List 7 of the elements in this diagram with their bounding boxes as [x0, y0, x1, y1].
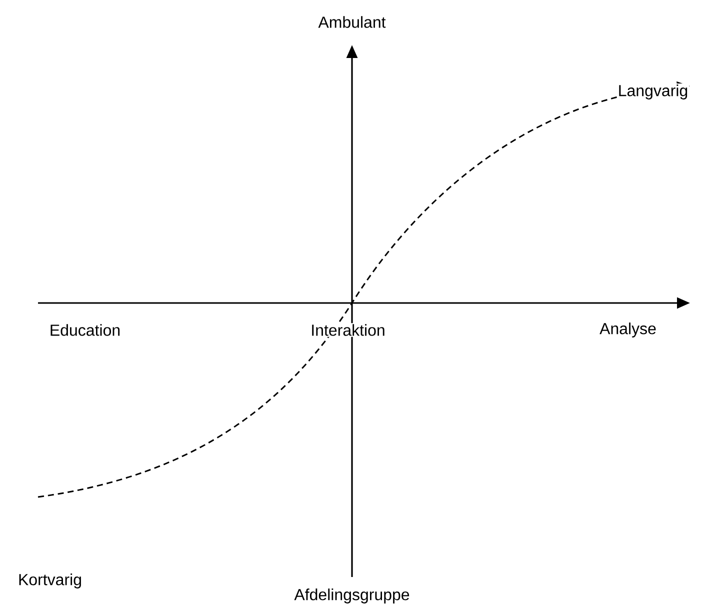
axis-label: Analyse [598, 322, 658, 338]
axis-label: Afdelingsgruppe [293, 588, 411, 604]
axis-label: Education [48, 323, 122, 337]
axis-label: Langvarig [616, 84, 690, 100]
axis-label: Kortvarig [17, 572, 84, 590]
axis-label: Ambulant [317, 15, 387, 29]
axis-label: Interaktion [310, 323, 386, 337]
